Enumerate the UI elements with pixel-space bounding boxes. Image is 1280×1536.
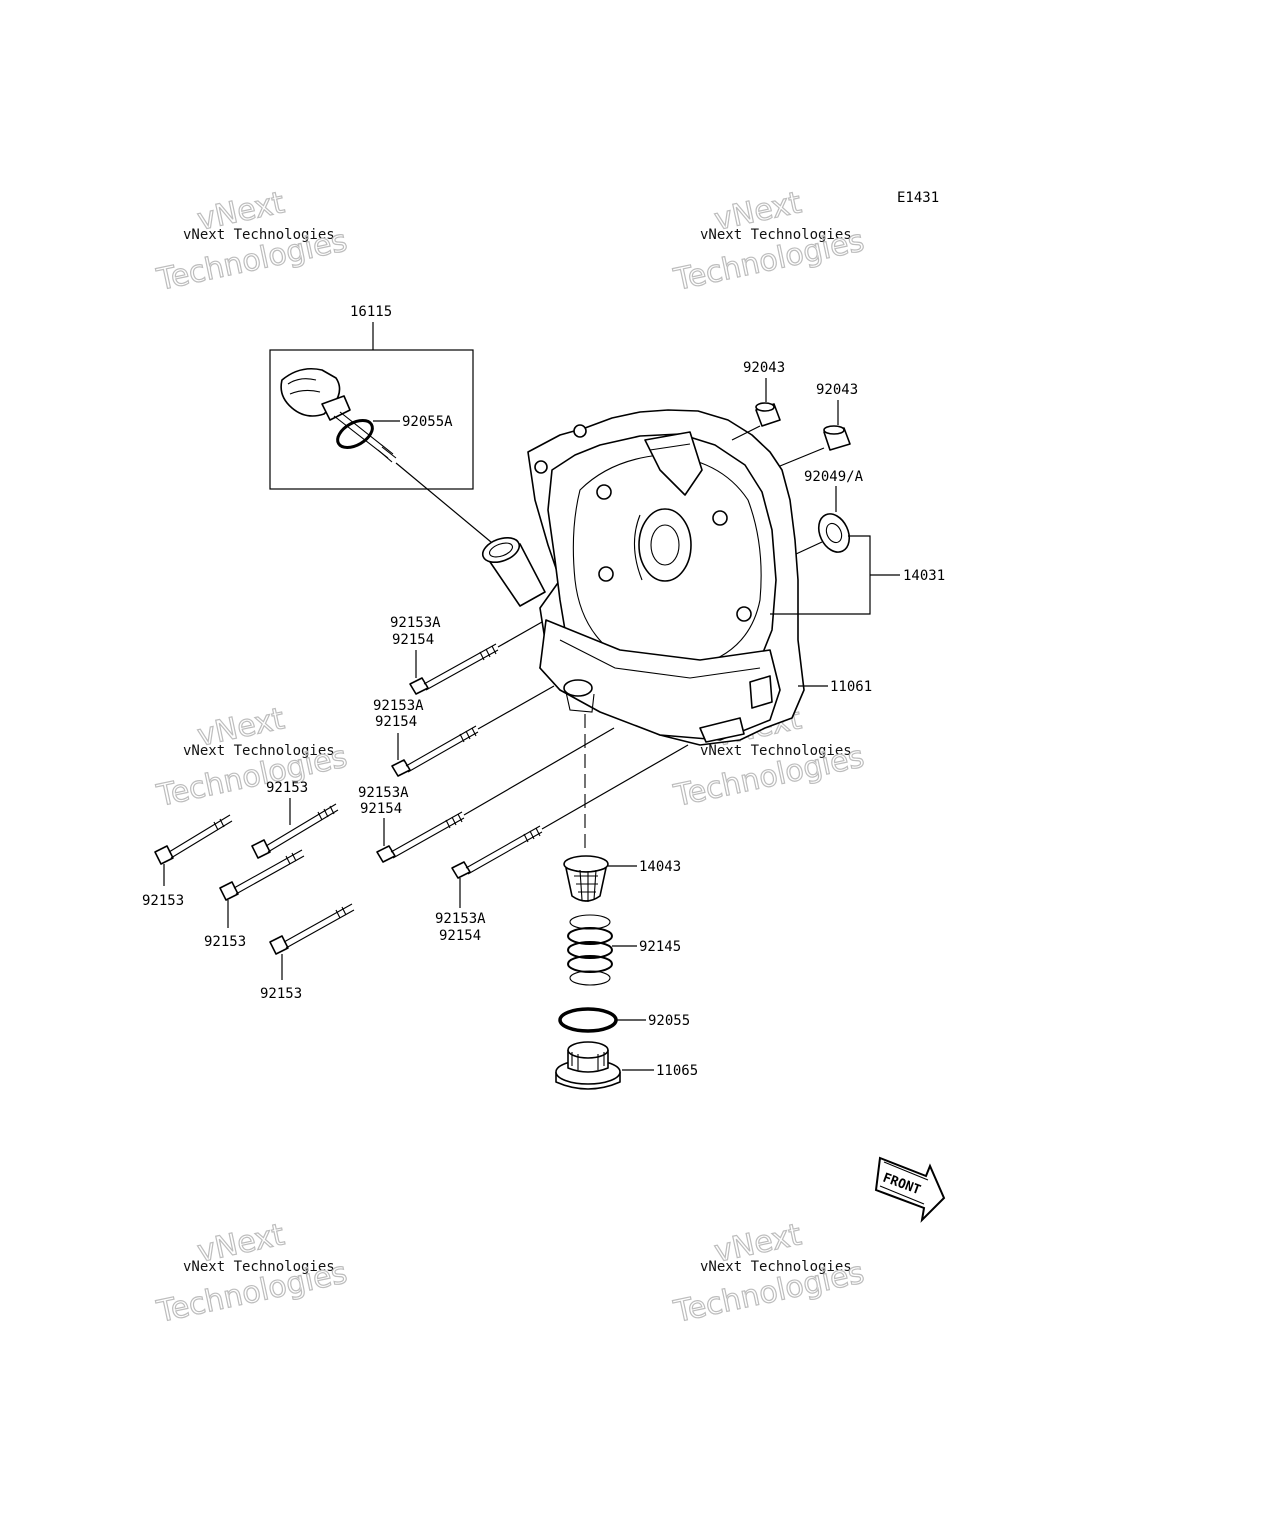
oil-strainer-icon	[563, 855, 637, 902]
label-dowel-pin-2: 92043	[816, 382, 858, 398]
watermark-mid-left: vNext Technologies vNext Technologies	[153, 701, 351, 815]
label-oil-filler-cap: 16115	[350, 304, 392, 320]
label-spring: 92145	[639, 939, 681, 955]
svg-text:vNext Technologies: vNext Technologies	[700, 743, 852, 759]
watermark-bottom-left: vNext Technologies vNext Technologies	[153, 1217, 351, 1331]
bolt-a3-icon	[376, 727, 615, 863]
label-bolt-left-top: 92153	[266, 780, 308, 796]
label-bolt-a2-top: 92153A	[373, 698, 424, 714]
crankcase-cover-icon	[481, 409, 805, 746]
front-arrow-icon: FRONT	[874, 1156, 946, 1223]
label-bolt-a3-bottom: 92154	[360, 801, 402, 817]
watermark-bottom-right: vNext Technologies vNext Technologies	[670, 1217, 868, 1331]
label-bolt-a2-bottom: 92154	[375, 714, 417, 730]
bolt-left-3-icon	[269, 903, 355, 980]
label-oil-strainer: 14043	[639, 859, 681, 875]
oil-seal-icon	[795, 486, 851, 555]
label-crankcase-cover: 11061	[830, 679, 872, 695]
svg-text:vNext Technologies: vNext Technologies	[183, 743, 335, 759]
label-o-ring-plug: 92055	[648, 1013, 690, 1029]
watermark-top-left: vNext Technologies vNext Technologies	[153, 185, 351, 299]
diagram-code: E1431	[897, 190, 939, 206]
bolt-left-2-icon	[219, 849, 305, 928]
label-bolt-left-3: 92153	[260, 986, 302, 1002]
label-bolt-left-2: 92153	[204, 934, 246, 950]
label-bolt-a1-bottom: 92154	[392, 632, 434, 648]
bolt-a4-icon	[451, 744, 689, 908]
bolt-left-1-icon	[154, 814, 233, 886]
drain-plug-icon	[555, 1041, 654, 1090]
label-bolt-a4-bottom: 92154	[439, 928, 481, 944]
label-bolt-left-1: 92153	[142, 893, 184, 909]
label-bolt-a3-top: 92153A	[358, 785, 409, 801]
label-cover-assembly: 14031	[903, 568, 945, 584]
svg-text:vNext Technologies: vNext Technologies	[700, 227, 852, 243]
dowel-pin-2-icon	[779, 400, 851, 467]
svg-text:vNext Technologies: vNext Technologies	[183, 1259, 335, 1275]
label-bolt-a1-top: 92153A	[390, 615, 441, 631]
dowel-pin-1-icon	[731, 378, 781, 441]
watermark-top-right: vNext Technologies vNext Technologies	[670, 185, 868, 299]
label-o-ring-cap: 92055A	[402, 414, 453, 430]
oil-filler-cap-group: 16115 92055A	[269, 304, 498, 548]
bolt-left-top-icon	[251, 798, 339, 859]
label-bolt-a4-top: 92153A	[435, 911, 486, 927]
svg-text:vNext Technologies: vNext Technologies	[183, 227, 335, 243]
bolt-a1-icon	[409, 621, 543, 695]
o-ring-plug-icon	[558, 1007, 646, 1033]
svg-text:vNext Technologies: vNext Technologies	[700, 1259, 852, 1275]
spring-icon	[567, 914, 637, 986]
label-oil-seal: 92049/A	[804, 469, 864, 485]
label-drain-plug: 11065	[656, 1063, 698, 1079]
bolt-a2-icon	[391, 685, 555, 777]
label-dowel-pin-1: 92043	[743, 360, 785, 376]
